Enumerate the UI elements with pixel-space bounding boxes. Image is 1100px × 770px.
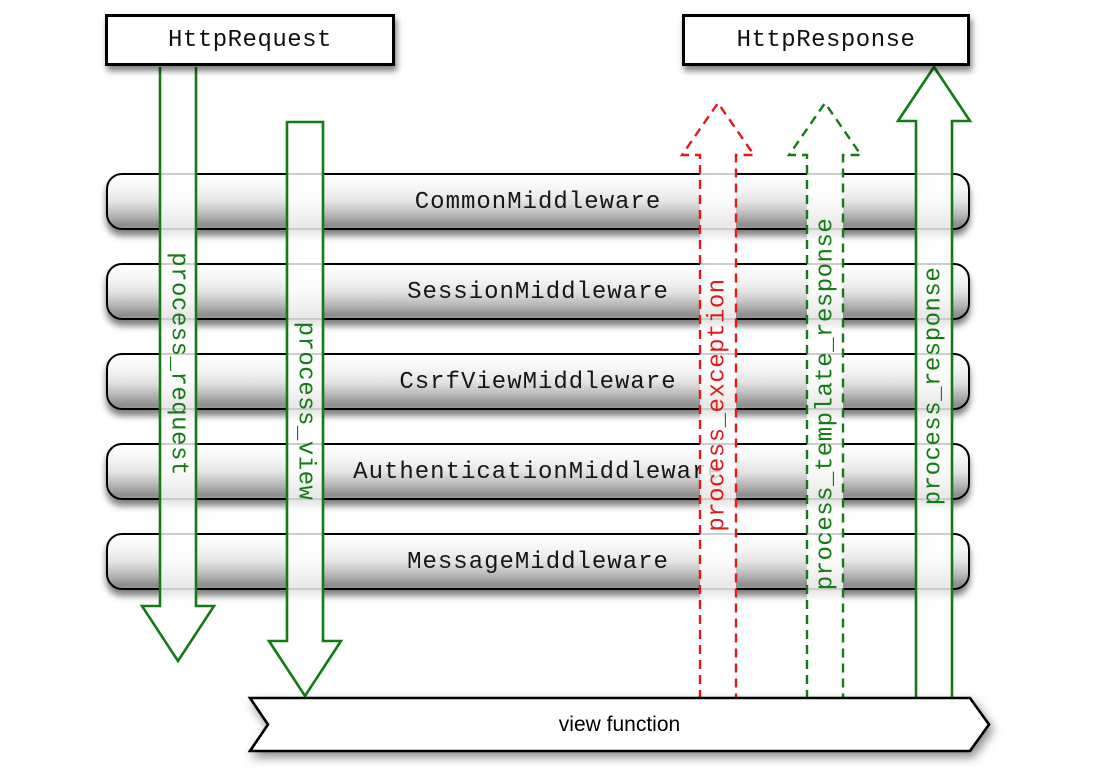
view-function-label: view function bbox=[558, 712, 681, 736]
middleware-bar-label: CommonMiddleware bbox=[414, 189, 662, 216]
view-function-banner-shape bbox=[247, 696, 991, 753]
middleware-bar-label: CsrfViewMiddleware bbox=[399, 369, 677, 396]
middleware-bar-label: AuthenticationMiddleware bbox=[353, 459, 723, 486]
process-view-arrow-down bbox=[266, 120, 344, 699]
process-request-label: process_request bbox=[164, 252, 192, 476]
process-response-label: process_response bbox=[920, 266, 948, 506]
process-exception-label: process_exception bbox=[704, 278, 732, 532]
http-request-label: HttpRequest bbox=[168, 26, 332, 54]
process-exception-arrow-up bbox=[679, 100, 757, 699]
process-request-arrow-down bbox=[139, 67, 217, 664]
http-request-box: HttpRequest bbox=[105, 14, 395, 66]
process-template-response-label: process_template_response bbox=[812, 217, 840, 591]
http-response-box: HttpResponse bbox=[682, 14, 970, 66]
middleware-bar-label: SessionMiddleware bbox=[407, 279, 669, 306]
http-response-label: HttpResponse bbox=[736, 26, 916, 54]
process-template-response-arrow-up bbox=[786, 100, 864, 699]
middleware-bar-label: MessageMiddleware bbox=[407, 549, 669, 576]
process-view-label: process_view bbox=[291, 321, 319, 501]
process-response-arrow-up bbox=[895, 64, 973, 699]
